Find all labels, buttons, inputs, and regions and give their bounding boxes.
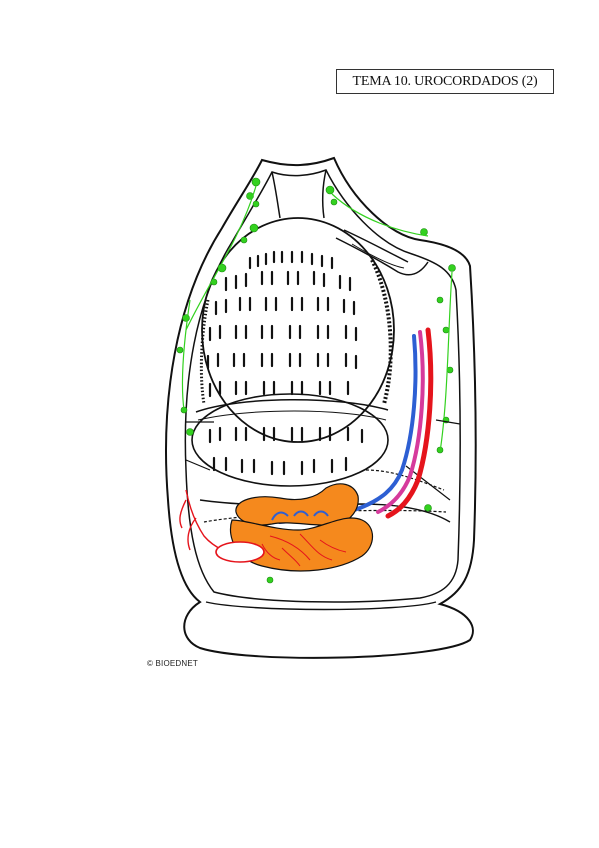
pharynx-basket-lower <box>191 393 389 487</box>
pharynx-rim <box>195 398 389 413</box>
foot-outline <box>205 601 437 611</box>
neural-ganglia <box>176 177 456 584</box>
nerve-strands <box>181 185 453 453</box>
page-title: TEMA 10. UROCORDADOS (2) <box>352 73 538 89</box>
pharynx-basket <box>201 217 395 443</box>
atrial-siphon-inner <box>351 243 405 269</box>
heart-vessels <box>271 510 329 521</box>
peripharyngeal-band <box>197 410 387 421</box>
body-wall-band <box>185 419 461 501</box>
endostyle <box>370 259 393 405</box>
gill-slits <box>206 250 364 476</box>
page-title-box: TEMA 10. UROCORDADOS (2) <box>336 69 554 94</box>
oral-siphon <box>271 169 327 219</box>
image-credit: © BIOEDNET <box>147 659 199 668</box>
tunic-outline <box>165 156 477 659</box>
gonad <box>215 541 265 563</box>
mantle-outline <box>184 169 461 603</box>
vessel-red <box>385 327 434 519</box>
gonad-blood-network <box>261 533 347 567</box>
intestine-loop <box>230 517 374 572</box>
esophagus-stomach <box>235 483 359 526</box>
vessel-magenta <box>376 330 425 514</box>
atrial-siphon <box>335 229 429 276</box>
